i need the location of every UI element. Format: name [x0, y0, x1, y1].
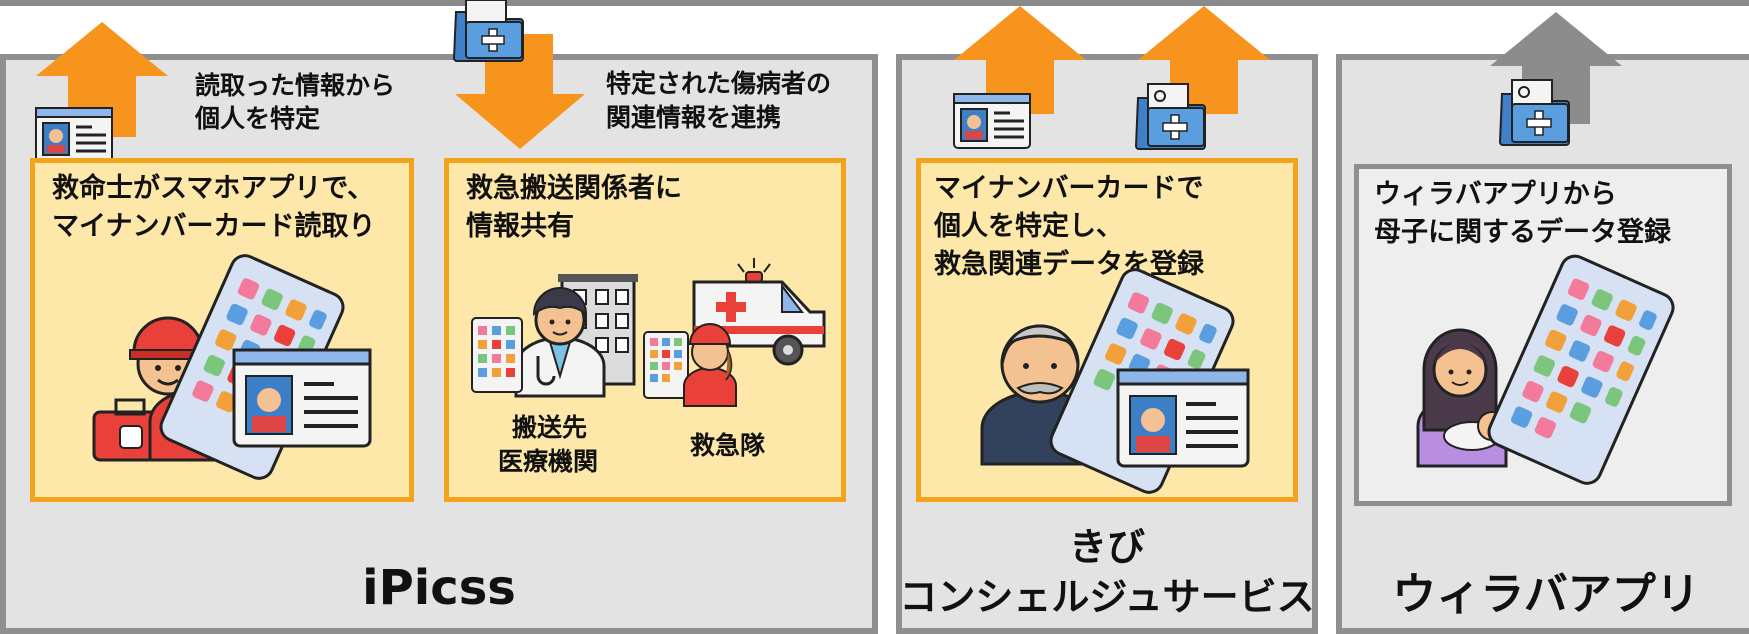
card-left-line-2: マイナンバーカード読取り [52, 211, 376, 242]
ambulance-icon [692, 258, 826, 366]
paramedic-small-icon [643, 323, 737, 407]
note-right-2: 関連情報を連携 [606, 103, 782, 132]
tablet-icon [471, 317, 523, 393]
kibi-card-line-1: マイナンバーカードで [934, 173, 1204, 204]
card-left-line-1: 救命士がスマホアプリで、 [52, 173, 375, 204]
note-left-2: 個人を特定 [195, 104, 321, 133]
id-card-icon [35, 107, 113, 163]
kibi-card-line-2: 個人を特定し、 [934, 211, 1123, 242]
medical-folder-icon [1134, 83, 1206, 150]
doctor-icon [514, 287, 606, 398]
medical-folder-icon [1498, 79, 1570, 146]
id-card-icon [1116, 368, 1250, 468]
wira-card-line-2: 母子に関するデータ登録 [1374, 217, 1671, 248]
up-arrow-orange [954, 6, 1086, 114]
label-ambulance: 救急隊 [690, 431, 766, 460]
panel-title-wira: ウィラバアプリ [1392, 569, 1700, 620]
id-card-icon [232, 348, 372, 448]
top-bar [0, 0, 1749, 6]
label-hospital-2: 医療機関 [498, 447, 599, 476]
medical-folder-icon [452, 0, 524, 62]
id-card-icon [953, 93, 1031, 149]
panel-title-kibi-2: コンシェルジュサービス [899, 575, 1315, 619]
panel-title-kibi-1: きび [1068, 525, 1145, 569]
kibi-card-line-3: 救急関連データを登録 [934, 249, 1204, 280]
label-hospital-1: 搬送先 [512, 413, 588, 442]
note-right-1: 特定された傷病者の [606, 69, 832, 98]
smartphone-icon [1487, 254, 1675, 485]
panel-title-ipicss: iPicss [362, 560, 516, 616]
card-right-line-1: 救急搬送関係者に [466, 173, 682, 204]
wira-card-line-1: ウィラバアプリから [1374, 179, 1617, 210]
down-arrow-orange [455, 34, 585, 149]
note-left-1: 読取った情報から [195, 71, 396, 100]
mother-baby-icon [1416, 328, 1508, 468]
card-right-line-2: 情報共有 [466, 211, 574, 242]
